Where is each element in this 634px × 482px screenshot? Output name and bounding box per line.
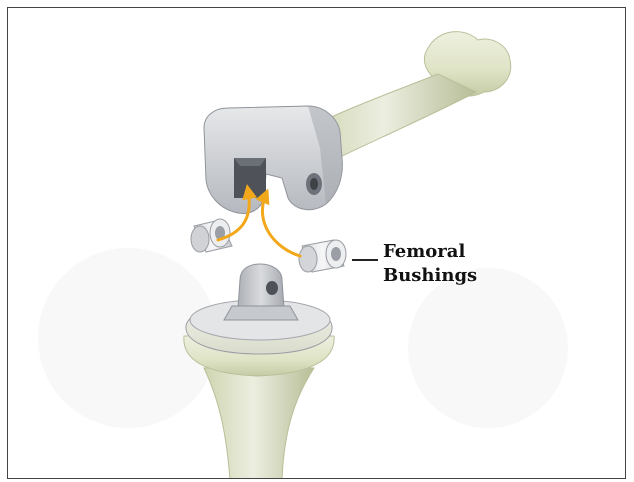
diagram-frame: Femoral Bushings — [7, 7, 626, 479]
femur-implant — [204, 32, 511, 214]
bushing-right — [299, 240, 346, 272]
knee-implant-illustration — [8, 8, 626, 479]
callout-leader-line — [352, 259, 378, 261]
label-line-2: Bushings — [383, 264, 477, 288]
bushing-left — [191, 219, 232, 252]
femoral-bushings-label: Femoral Bushings — [383, 240, 477, 288]
label-line-1: Femoral — [383, 240, 477, 264]
